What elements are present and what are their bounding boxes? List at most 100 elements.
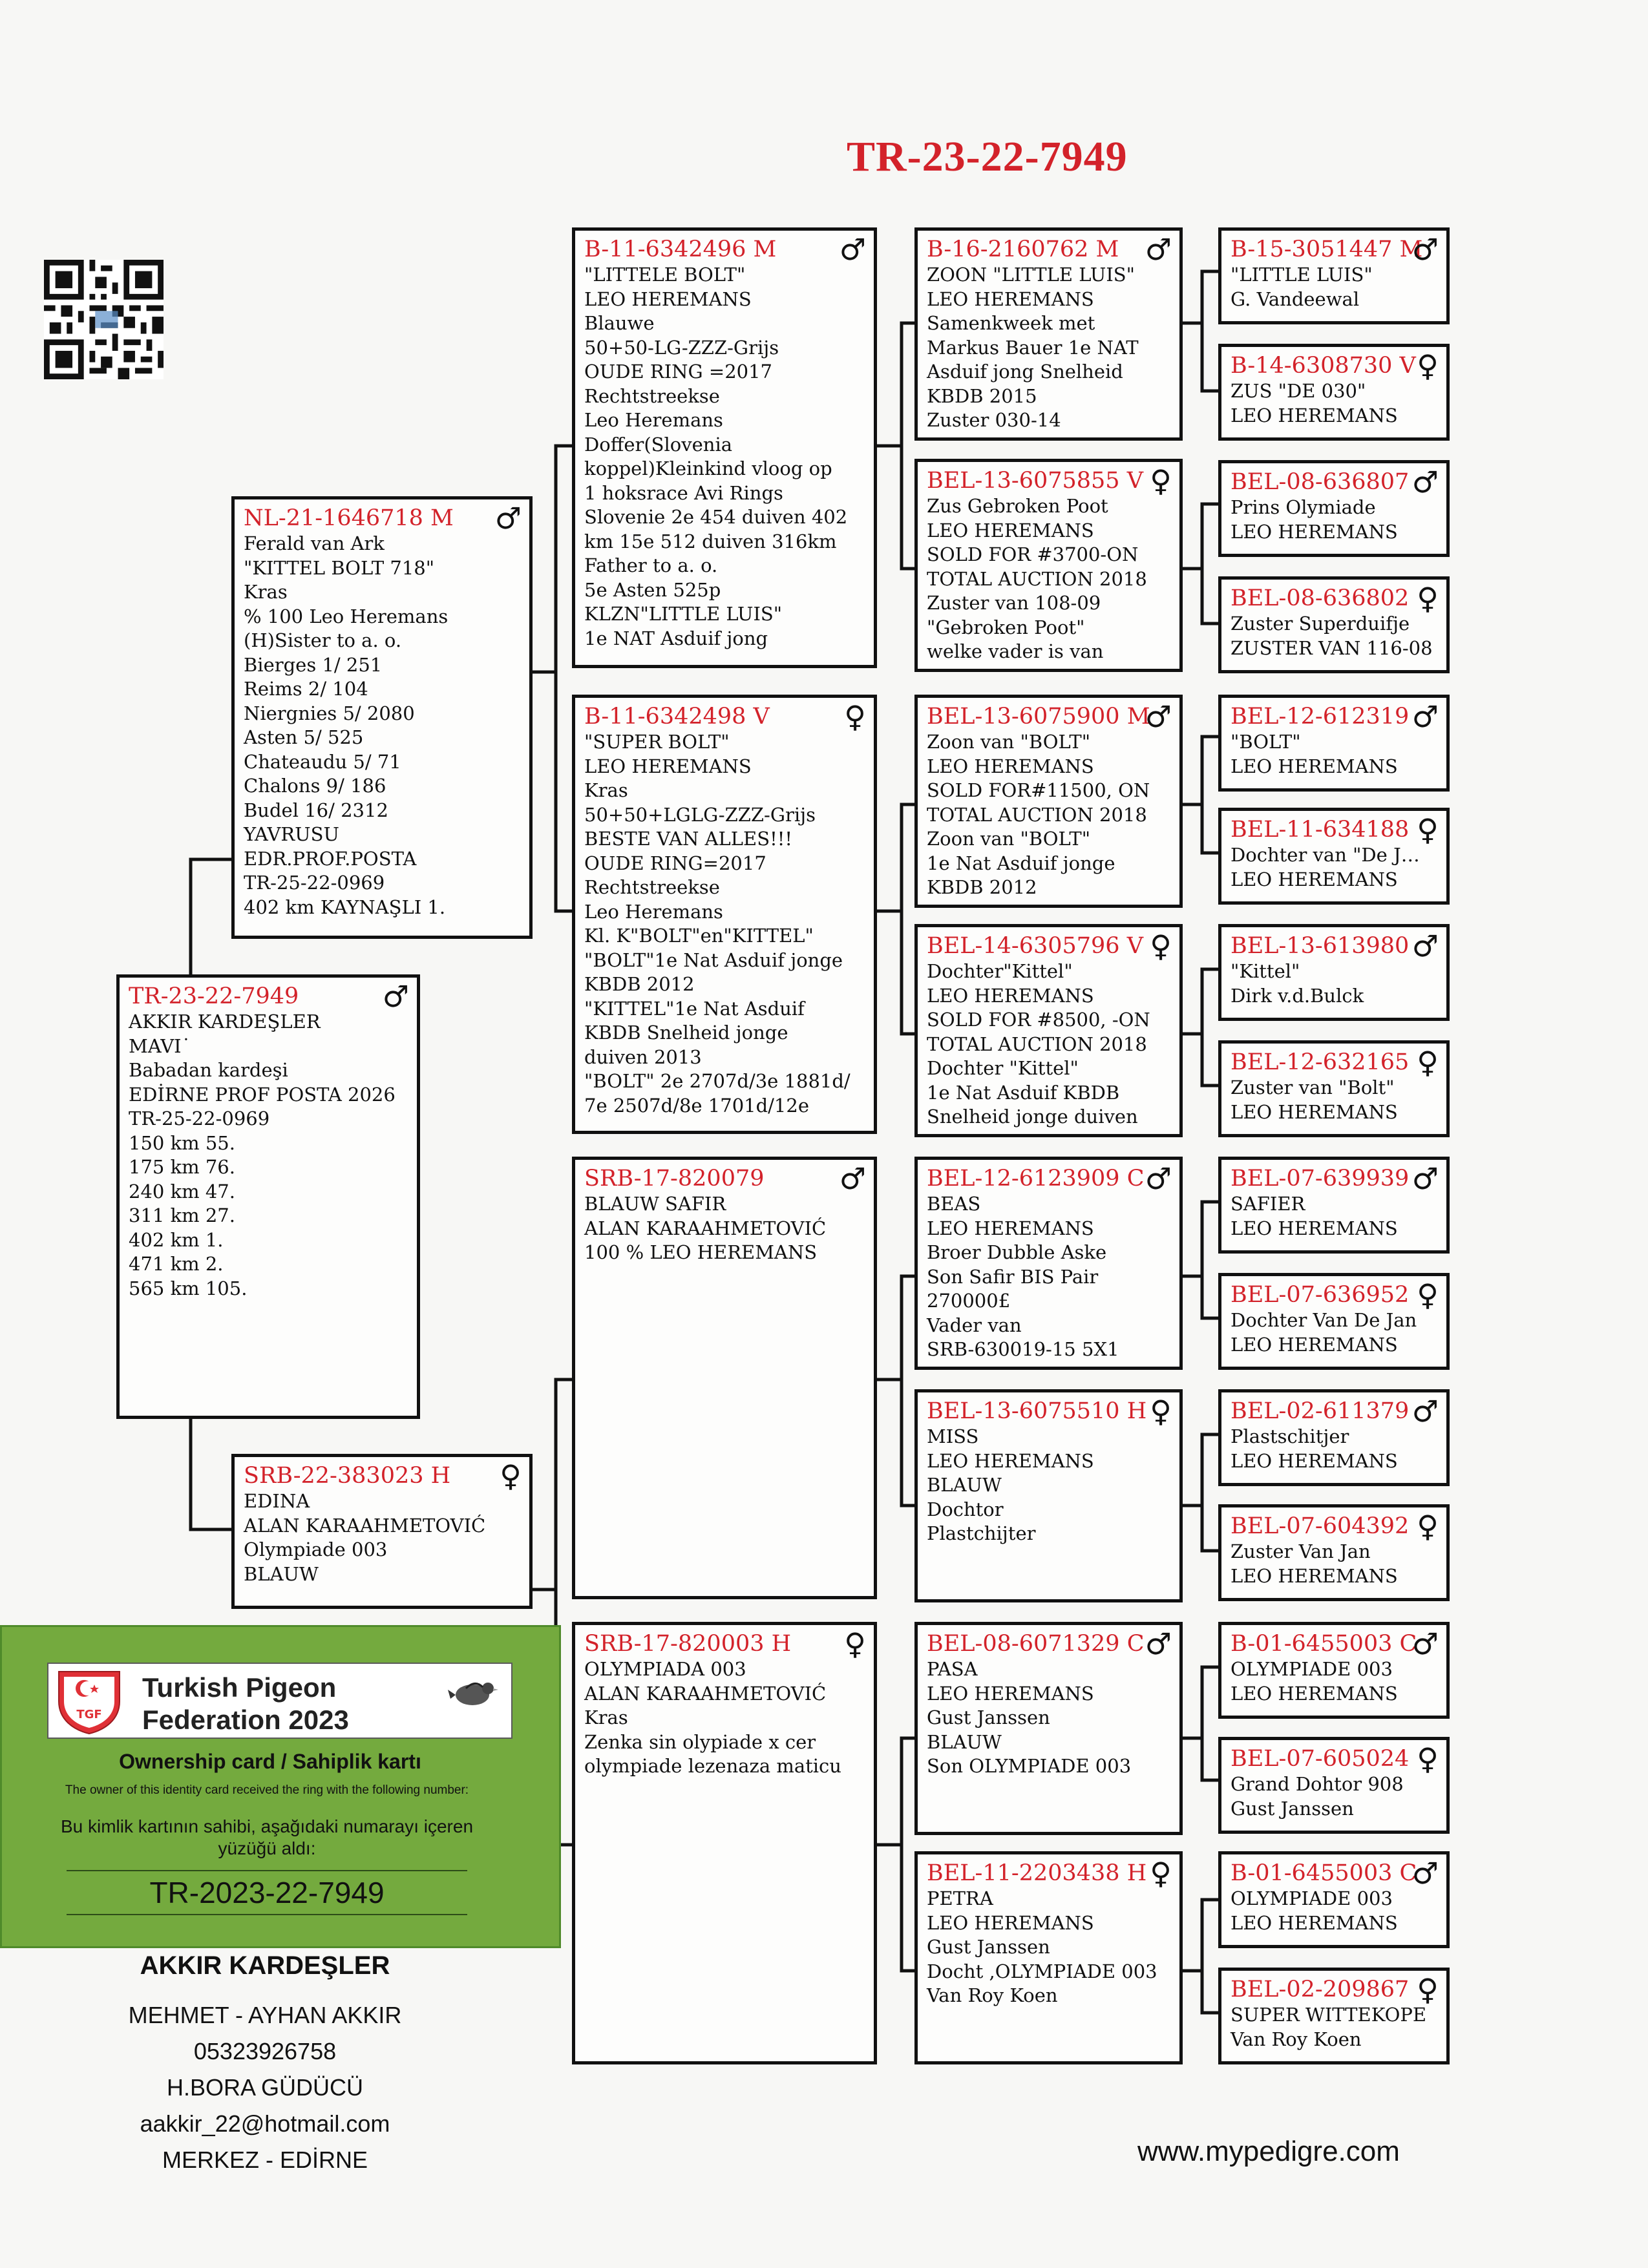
pedigree-detail-line: Gust Janssen (927, 1706, 1050, 1728)
website-url[interactable]: www.mypedigre.com (1137, 2136, 1400, 2167)
ring-number: SRB-22-383023 H (244, 1463, 451, 1489)
ring-number: BEL-02-611379 (1231, 1398, 1410, 1424)
pedigree-detail-line: LEO HEREMANS (1231, 1449, 1398, 1472)
pedigree-detail-line: LEO HEREMANS (927, 984, 1094, 1007)
pedigree-detail-line: OUDE RING =2017 (584, 361, 773, 383)
pedigree-detail-line: 1e Nat Asduif jonge (927, 852, 1115, 874)
pedigree-detail-line: Zuster Superduifje (1231, 613, 1410, 635)
pedigree-detail-line: Asduif jong Snelheid (927, 361, 1123, 383)
pedigree-detail-line: 100 % LEO HEREMANS (584, 1241, 818, 1263)
pedigree-detail-line: LEO HEREMANS (927, 1911, 1094, 1934)
pedigree-detail-line: TR-25-22-0969 (129, 1108, 270, 1129)
ring-number: BEL-07-604392 (1231, 1513, 1410, 1539)
male-symbol-icon: ♂ (1411, 1856, 1439, 1891)
pedigree-detail-line: Leo Heremans (584, 900, 723, 923)
card-title: Turkish Pigeon Federation 2023 (142, 1672, 349, 1735)
pedigree-box-sds: BEL-13-6075900 M♂Zoon van "BOLT"LEO HERE… (914, 695, 1183, 908)
male-symbol-icon: ♂ (1145, 1626, 1172, 1661)
pedigree-detail-line: "Kittel" (1231, 960, 1300, 982)
pedigree-detail-line: Van Roy Koen (1231, 2028, 1362, 2050)
pedigree-detail-line: LEO HEREMANS (927, 519, 1094, 541)
pedigree-detail-line: EDİRNE PROF POSTA 2026 (129, 1083, 396, 1106)
female-symbol-icon: ♀ (1417, 1277, 1439, 1312)
pedigree-detail-line: Snelheid jonge duiven (927, 1106, 1138, 1128)
pedigree-box-g6: BEL-11-634188♀Dochter van "De J…LEO HERE… (1218, 808, 1450, 905)
pedigree-detail-line: SOLD FOR#11500, ON (927, 779, 1150, 801)
ring-number: BEL-07-636952 (1231, 1282, 1410, 1308)
pedigree-detail-line: G. Vandeewal (1231, 288, 1360, 310)
pedigree-details: "Kittel"Dirk v.d.Bulck (1231, 960, 1437, 1008)
pedigree-detail-line: 50+50+LGLG-ZZZ-Grijs (584, 803, 816, 826)
pedigree-detail-line: TOTAL AUCTION 2018 (927, 803, 1147, 826)
pedigree-detail-line: ALAN KARAAHMETOVIĆ (584, 1217, 827, 1239)
pedigree-detail-line: Docht ,OLYMPIADE 003 (927, 1960, 1157, 1982)
pedigree-detail-line: Zuster Van Jan (1231, 1540, 1371, 1562)
pedigree-detail-line: Zus Gebroken Poot (927, 495, 1108, 517)
pedigree-detail-line: KLZN"LITTLE LUIS" (584, 603, 783, 625)
male-symbol-icon: ♂ (1411, 1394, 1439, 1429)
pedigree-detail-line: ALAN KARAAHMETOVIĆ (584, 1682, 827, 1705)
pedigree-detail-line: KBDB 2015 (927, 384, 1037, 407)
pedigree-detail-line: Doffer(Slovenia (584, 433, 733, 456)
pedigree-detail-line: Son OLYMPIADE 003 (927, 1755, 1132, 1777)
pigeon-emblem-icon (448, 1683, 498, 1705)
pedigree-detail-line: Father to a. o. (584, 554, 718, 576)
pedigree-detail-line: Samenkweek met (927, 312, 1095, 334)
male-symbol-icon: ♂ (1411, 465, 1439, 499)
pedigree-detail-line: % 100 Leo Heremans (244, 605, 449, 627)
pedigree-detail-line: "LITTELE BOLT" (584, 264, 746, 286)
pedigree-detail-line: "BOLT" (1231, 731, 1301, 753)
ring-number: NL-21-1646718 M (244, 505, 454, 531)
pedigree-detail-line: Zuster van "Bolt" (1231, 1076, 1395, 1098)
pedigree-detail-line: "BOLT" 2e 2707d/3e 1881d/ (584, 1070, 850, 1092)
ring-number: BEL-08-636802 (1231, 585, 1410, 611)
owner-phone: 05323926758 (193, 2038, 337, 2064)
female-symbol-icon: ♀ (1150, 1856, 1172, 1891)
pedigree-detail-line: PASA (927, 1658, 978, 1680)
card-subtitle: Ownership card / Sahiplik kartı (119, 1750, 421, 1773)
male-symbol-icon: ♂ (1411, 232, 1439, 267)
pedigree-detail-line: Prins Olymiade (1231, 496, 1376, 518)
pedigree-detail-line: Kras (584, 1706, 628, 1728)
pedigree-detail-line: Reims 2/ 104 (244, 678, 368, 700)
pedigree-detail-line: Gust Janssen (927, 1936, 1050, 1958)
pedigree-detail-line: LEO HEREMANS (584, 288, 752, 310)
owner-name: AKKIR KARDEŞLER (140, 1951, 390, 1980)
female-symbol-icon: ♀ (1417, 1045, 1439, 1080)
owner-line: MEHMET - AYHAN AKKIR (128, 2002, 402, 2028)
pedigree-detail-line: EDINA (244, 1490, 310, 1512)
pedigree-detail-line: Son Safir BIS Pair (927, 1265, 1099, 1288)
ring-number: BEL-14-6305796 V (927, 933, 1143, 959)
pedigree-detail-line: MAVI˙ (129, 1034, 191, 1057)
ring-number: B-11-6342496 M (584, 236, 777, 262)
pedigree-detail-line: Dochter Van De Jan (1231, 1309, 1417, 1331)
pedigree-detail-line: Olympiade 003 (244, 1538, 388, 1560)
pedigree-detail-line: Zoon van "BOLT" (927, 731, 1091, 753)
pedigree-detail-line: Dirk v.d.Bulck (1231, 984, 1364, 1007)
ring-number: BEL-13-6075510 H (927, 1398, 1147, 1424)
pedigree-detail-line: Zoon van "BOLT" (927, 828, 1091, 850)
pedigree-details: "BOLT"LEO HEREMANS (1231, 730, 1437, 779)
pedigree-detail-line: welke vader is van (927, 640, 1104, 662)
pedigree-box-sdd: BEL-14-6305796 V♀Dochter"Kittel"LEO HERE… (914, 924, 1183, 1137)
pedigree-detail-line: OUDE RING=2017 (584, 852, 766, 874)
pedigree-detail-line: Plastchijter (927, 1522, 1036, 1544)
pedigree-detail-line: "LITTLE LUIS" (1231, 264, 1373, 286)
